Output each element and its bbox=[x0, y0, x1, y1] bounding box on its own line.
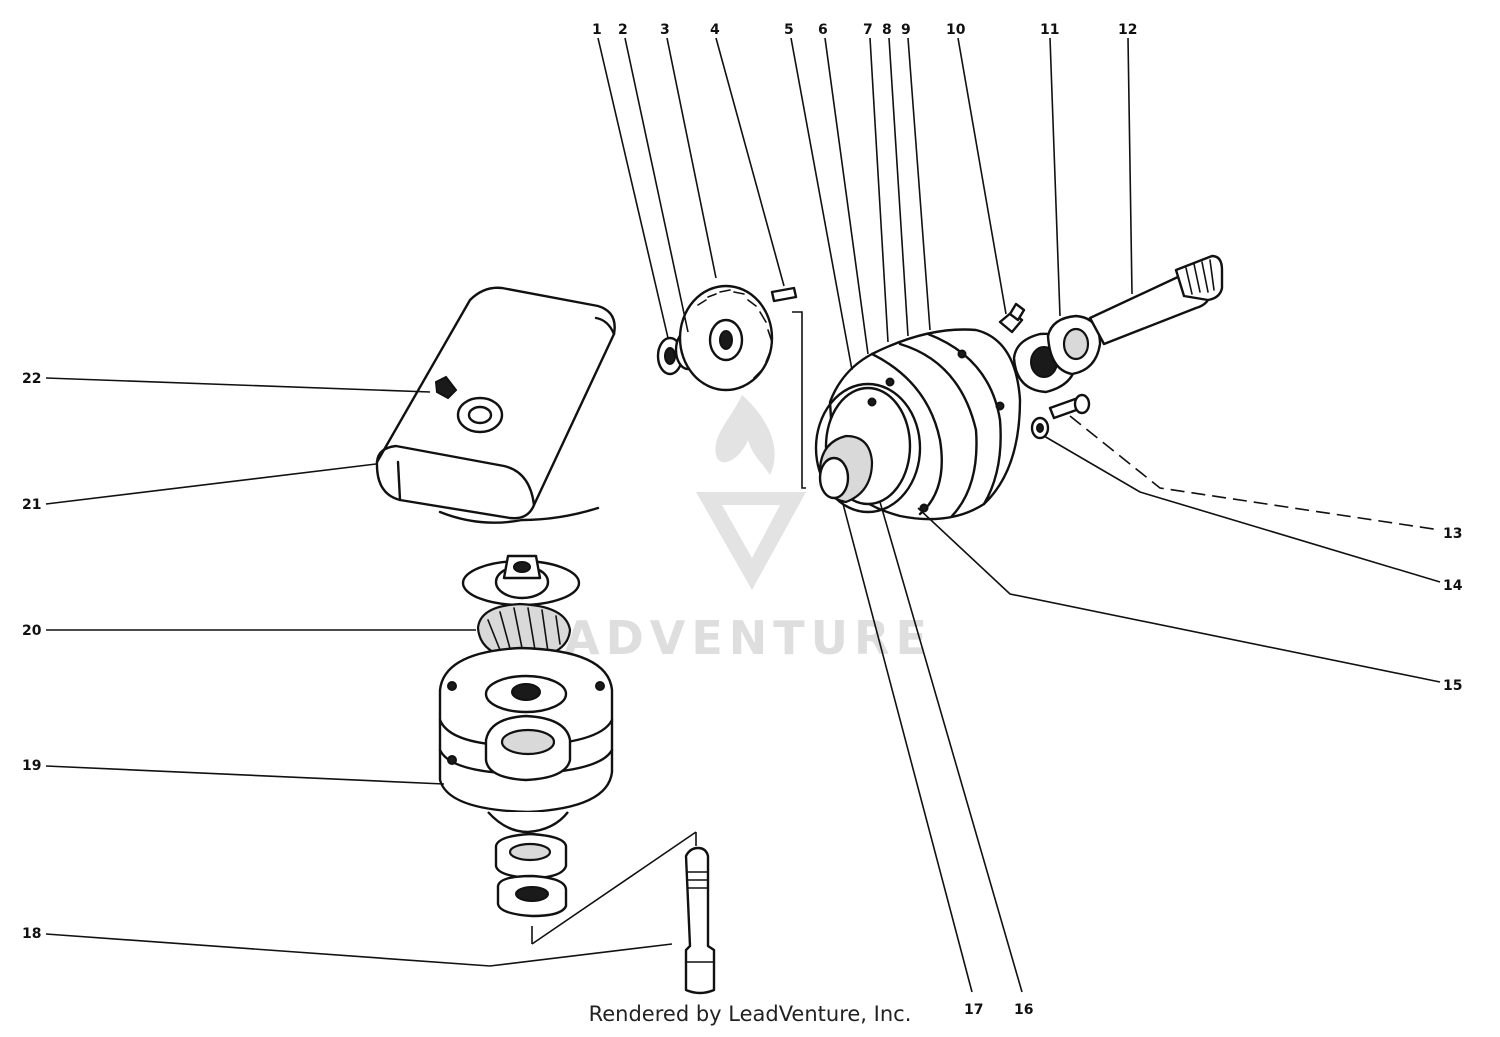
pinion-gear-assembly bbox=[461, 554, 581, 662]
watermark-text: ADVENTURE bbox=[564, 611, 933, 665]
callout-8: 8 bbox=[882, 22, 892, 38]
callout-4: 4 bbox=[710, 22, 720, 38]
callout-17: 17 bbox=[964, 1002, 983, 1018]
callout-16: 16 bbox=[1014, 1002, 1033, 1018]
callout-2: 2 bbox=[618, 22, 628, 38]
watermark: ADVENTURE bbox=[564, 395, 933, 665]
callout-11: 11 bbox=[1040, 22, 1059, 38]
callout-6: 6 bbox=[818, 22, 828, 38]
callout-7: 7 bbox=[863, 22, 873, 38]
upper-gear-train bbox=[656, 284, 798, 392]
callout-15: 15 bbox=[1443, 678, 1462, 694]
lower-housing bbox=[438, 646, 614, 834]
credit-line: Rendered by LeadVenture, Inc. bbox=[588, 1002, 912, 1026]
callout-21: 21 bbox=[22, 497, 41, 513]
bevel-gear-housing bbox=[814, 328, 1022, 521]
stud bbox=[531, 831, 716, 995]
callout-9: 9 bbox=[901, 22, 911, 38]
callout-18: 18 bbox=[22, 926, 41, 942]
callout-12: 12 bbox=[1118, 22, 1137, 38]
gearbox-cover bbox=[375, 286, 616, 524]
callout-10: 10 bbox=[946, 22, 966, 38]
leader-lines bbox=[45, 37, 1441, 993]
callout-22: 22 bbox=[22, 371, 41, 387]
callout-14: 14 bbox=[1443, 578, 1463, 594]
callout-20: 20 bbox=[22, 623, 42, 639]
input-shaft-assembly bbox=[998, 254, 1224, 394]
callout-13: 13 bbox=[1443, 526, 1462, 542]
screw-and-washer bbox=[1030, 393, 1091, 440]
watermark-flame-icon bbox=[715, 395, 775, 475]
callout-labels: 1 2 3 4 5 6 7 8 9 10 11 12 13 14 15 16 1… bbox=[22, 22, 1463, 1018]
lower-bearings bbox=[494, 832, 568, 918]
callout-3: 3 bbox=[660, 22, 670, 38]
callout-1: 1 bbox=[592, 22, 602, 38]
callout-5: 5 bbox=[784, 22, 794, 38]
watermark-v-icon bbox=[696, 492, 806, 590]
callout-19: 19 bbox=[22, 758, 41, 774]
